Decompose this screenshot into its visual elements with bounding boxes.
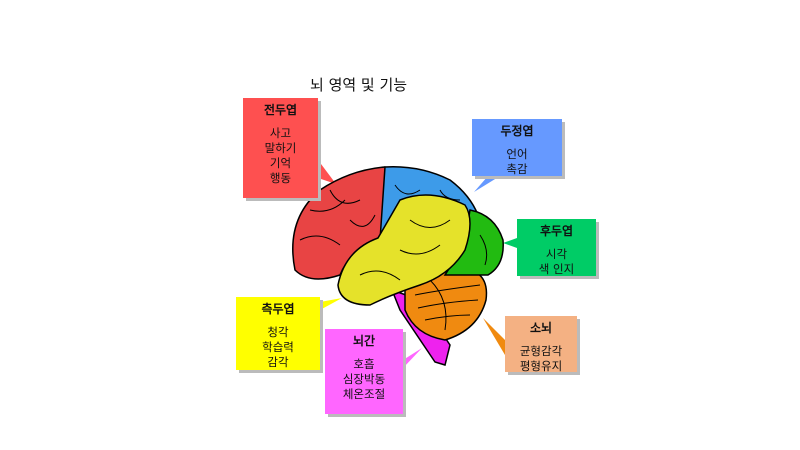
function-item: 평형유지	[519, 359, 563, 373]
brainstem-box: 뇌간 호흡 심장박동 체온조절	[325, 329, 403, 414]
parietal-pointer	[474, 176, 500, 192]
frontal-pointer	[318, 160, 336, 184]
region-name: 뇌간	[352, 334, 376, 348]
function-item: 색 인지	[538, 262, 575, 276]
region-name: 후두엽	[539, 224, 574, 238]
cerebellum-box: 소뇌 균형감각 평형유지	[505, 316, 577, 373]
function-item: 언어	[506, 147, 528, 161]
diagram-title: 뇌 영역 및 기능	[310, 76, 408, 94]
brainstem-pointer	[403, 348, 422, 368]
frontal-lobe-box: 전두엽 사고 말하기 기억 행동	[243, 98, 318, 198]
cerebellum-pointer	[483, 318, 505, 355]
region-name: 전두엽	[263, 103, 298, 117]
function-item: 기억	[269, 156, 292, 170]
function-item: 말하기	[264, 141, 297, 155]
function-item: 호흡	[353, 357, 375, 371]
temporal-lobe-box: 측두엽 청각 학습력 감각	[236, 297, 320, 370]
region-name: 측두엽	[261, 302, 295, 316]
function-item: 청각	[267, 325, 289, 339]
function-item: 사고	[269, 126, 292, 140]
region-name: 두정엽	[500, 124, 534, 138]
function-item: 촉감	[506, 162, 528, 176]
function-item: 행동	[269, 171, 292, 185]
function-item: 학습력	[262, 340, 294, 354]
parietal-lobe-box: 두정엽 언어 촉감	[472, 119, 562, 176]
region-name: 소뇌	[529, 321, 553, 335]
function-item: 시각	[545, 247, 568, 261]
function-item: 체온조절	[342, 387, 386, 401]
temporal-lobe-shape	[337, 194, 471, 306]
occipital-lobe-box: 후두엽 시각 색 인지	[517, 219, 596, 276]
function-item: 균형감각	[519, 344, 563, 358]
function-item: 감각	[267, 355, 289, 369]
occipital-pointer	[503, 238, 517, 248]
temporal-pointer	[320, 298, 342, 310]
function-item: 심장박동	[342, 372, 386, 386]
